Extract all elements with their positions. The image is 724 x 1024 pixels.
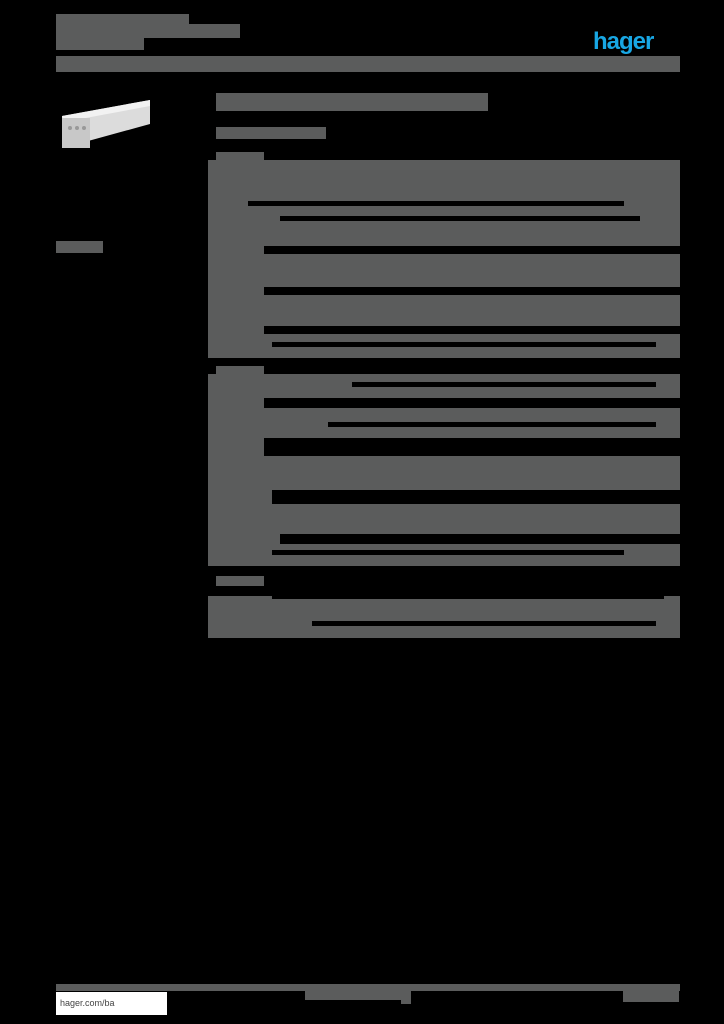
- section-heading: [216, 576, 264, 586]
- row-divider: [272, 550, 624, 555]
- footer-center-text: [305, 990, 401, 1000]
- row-divider: [352, 382, 656, 387]
- spec-table-3: [208, 596, 680, 638]
- row-divider: [248, 201, 624, 206]
- row-divider: [328, 422, 656, 427]
- sidebar-label: [56, 241, 103, 253]
- header-rule: [56, 56, 680, 72]
- row-divider: [264, 398, 680, 408]
- row-divider: [280, 534, 680, 544]
- row-divider: [264, 438, 680, 456]
- product-title: [216, 93, 488, 111]
- section-gap: [208, 358, 680, 366]
- row-divider: [272, 593, 664, 599]
- header-subtitle: [56, 36, 144, 50]
- row-divider: [264, 246, 680, 254]
- hager-logo: hager: [593, 28, 654, 55]
- row-divider: [280, 216, 640, 221]
- row-divider: [312, 621, 656, 626]
- row-divider: [264, 287, 680, 295]
- section-heading: [216, 366, 264, 376]
- website-link[interactable]: hager.com/ba: [56, 992, 167, 1015]
- row-divider: [272, 490, 680, 504]
- footer-rule: [56, 984, 680, 991]
- product-subtitle: [216, 127, 326, 139]
- footer-center-mark: [401, 990, 411, 1004]
- product-image: [62, 100, 150, 148]
- row-divider: [264, 326, 680, 334]
- section-gap: [208, 566, 680, 574]
- header-title: [56, 14, 189, 27]
- header-title-extension: [56, 24, 240, 38]
- row-divider: [272, 342, 656, 347]
- footer-page-info: [623, 990, 679, 1002]
- section-heading: [216, 152, 264, 162]
